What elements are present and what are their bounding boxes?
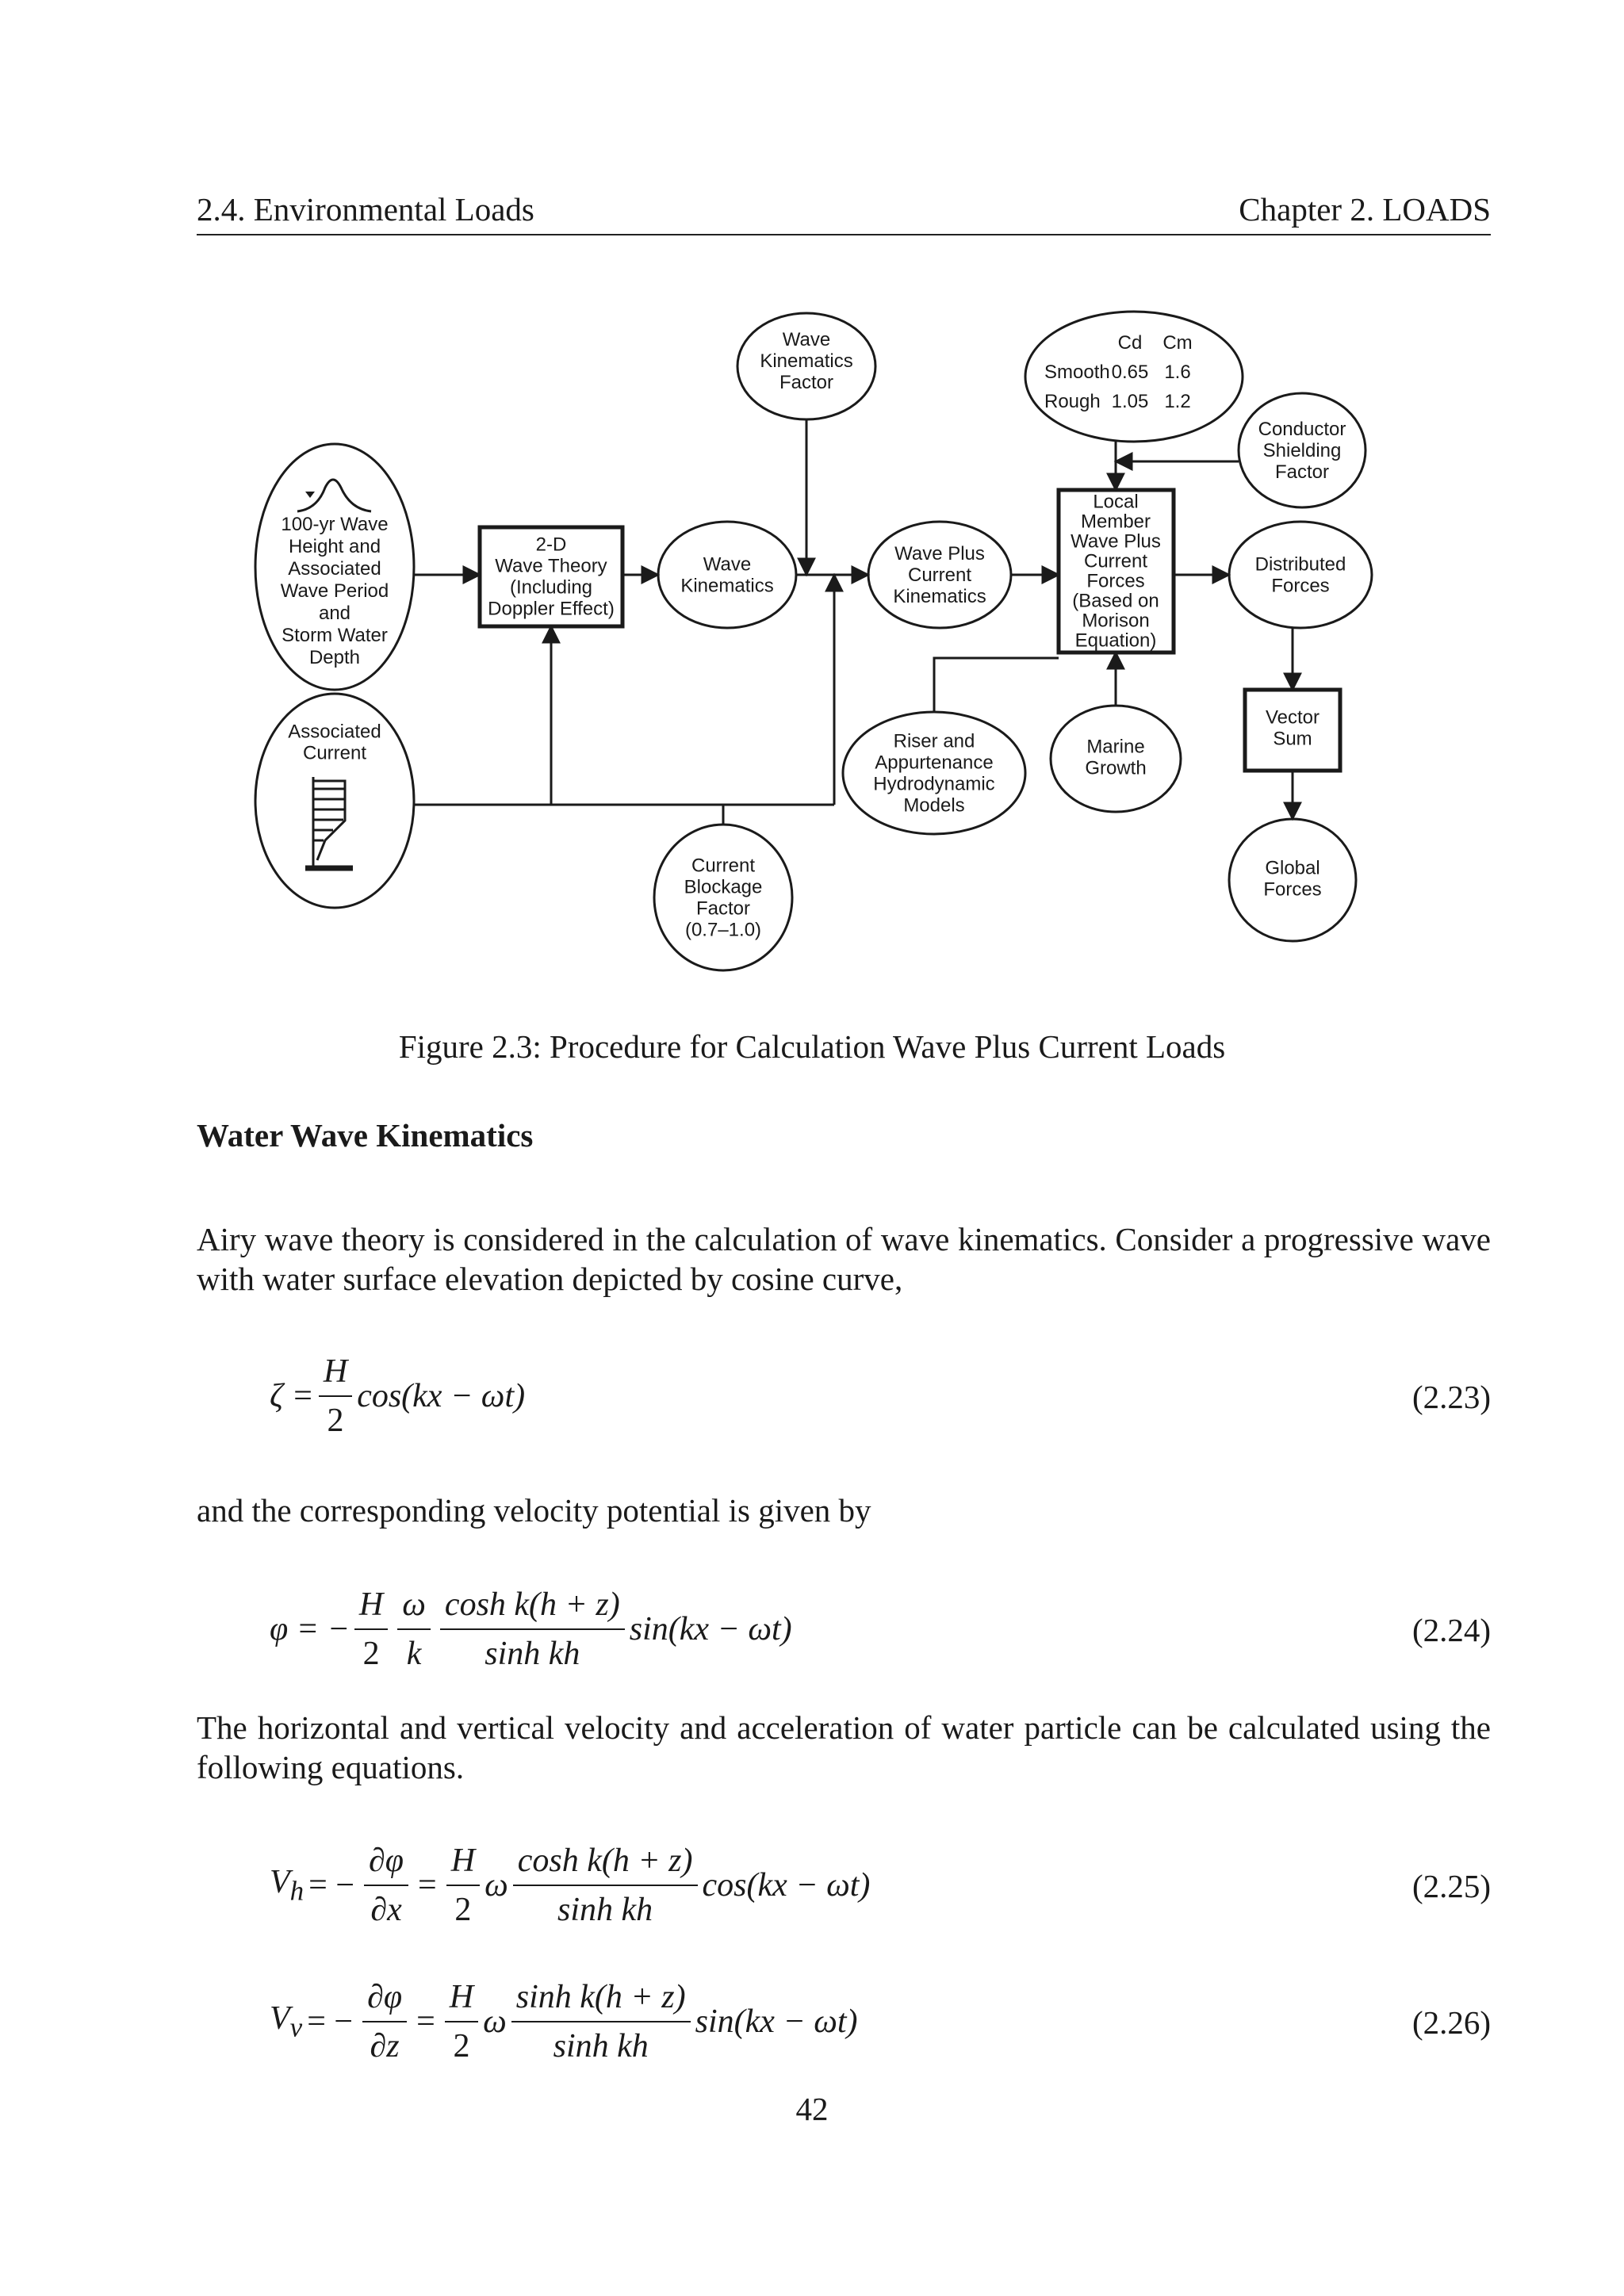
node-wave-height bbox=[254, 442, 416, 691]
wave-profile-icon bbox=[297, 478, 372, 513]
eq23-lhs: ζ = bbox=[270, 1378, 314, 1414]
paragraph-airy-theory: Airy wave theory is considered in the ca… bbox=[197, 1221, 1491, 1297]
equation-number-2-26: (2.26) bbox=[1411, 2004, 1491, 2041]
node-conductor-shielding bbox=[1237, 392, 1367, 509]
coef-row1-cd: 0.65 bbox=[1112, 362, 1149, 383]
coef-row2-label: Rough bbox=[1044, 391, 1101, 412]
node-associated-current bbox=[254, 692, 416, 909]
current-profile-icon bbox=[305, 777, 353, 871]
paragraph-velocity-acceleration: The horizontal and vertical velocity and… bbox=[197, 1709, 1491, 1785]
node-coefficients bbox=[1024, 310, 1244, 443]
equation-number-2-25: (2.25) bbox=[1411, 1868, 1491, 1904]
paragraph-velocity-potential: and the corresponding velocity potential… bbox=[197, 1492, 871, 1529]
coef-row1-label: Smooth bbox=[1044, 362, 1110, 383]
section-title: Water Wave Kinematics bbox=[197, 1117, 534, 1154]
page-number: 42 bbox=[795, 2091, 829, 2127]
coef-row2-cm: 1.2 bbox=[1164, 391, 1190, 412]
water-level-icon bbox=[305, 492, 315, 498]
figure-caption: Figure 2.3: Procedure for Calculation Wa… bbox=[398, 1028, 1226, 1065]
equation-number-2-24: (2.24) bbox=[1411, 1612, 1491, 1648]
equation-number-2-23: (2.23) bbox=[1411, 1379, 1491, 1415]
running-header-section: 2.4. Environmental Loads bbox=[197, 191, 534, 228]
coef-row2-cd: 1.05 bbox=[1112, 391, 1149, 412]
equation-2-23: ζ = H 2 cos(kx − ωt) bbox=[270, 1337, 525, 1456]
eq23-fraction: H 2 bbox=[318, 1351, 353, 1441]
edge-riser-to-local bbox=[933, 656, 1059, 712]
running-header-chapter: Chapter 2. LOADS bbox=[1239, 191, 1491, 228]
eq23-rest: cos(kx − ωt) bbox=[357, 1378, 526, 1414]
eq24-lhs: φ = − bbox=[270, 1611, 350, 1647]
header-rule bbox=[197, 234, 1491, 235]
eq24-rest: sin(kx − ωt) bbox=[629, 1611, 792, 1647]
coef-header-cm: Cm bbox=[1162, 332, 1192, 354]
coef-row1-cm: 1.6 bbox=[1164, 362, 1190, 383]
coef-header-cd: Cd bbox=[1118, 332, 1143, 354]
